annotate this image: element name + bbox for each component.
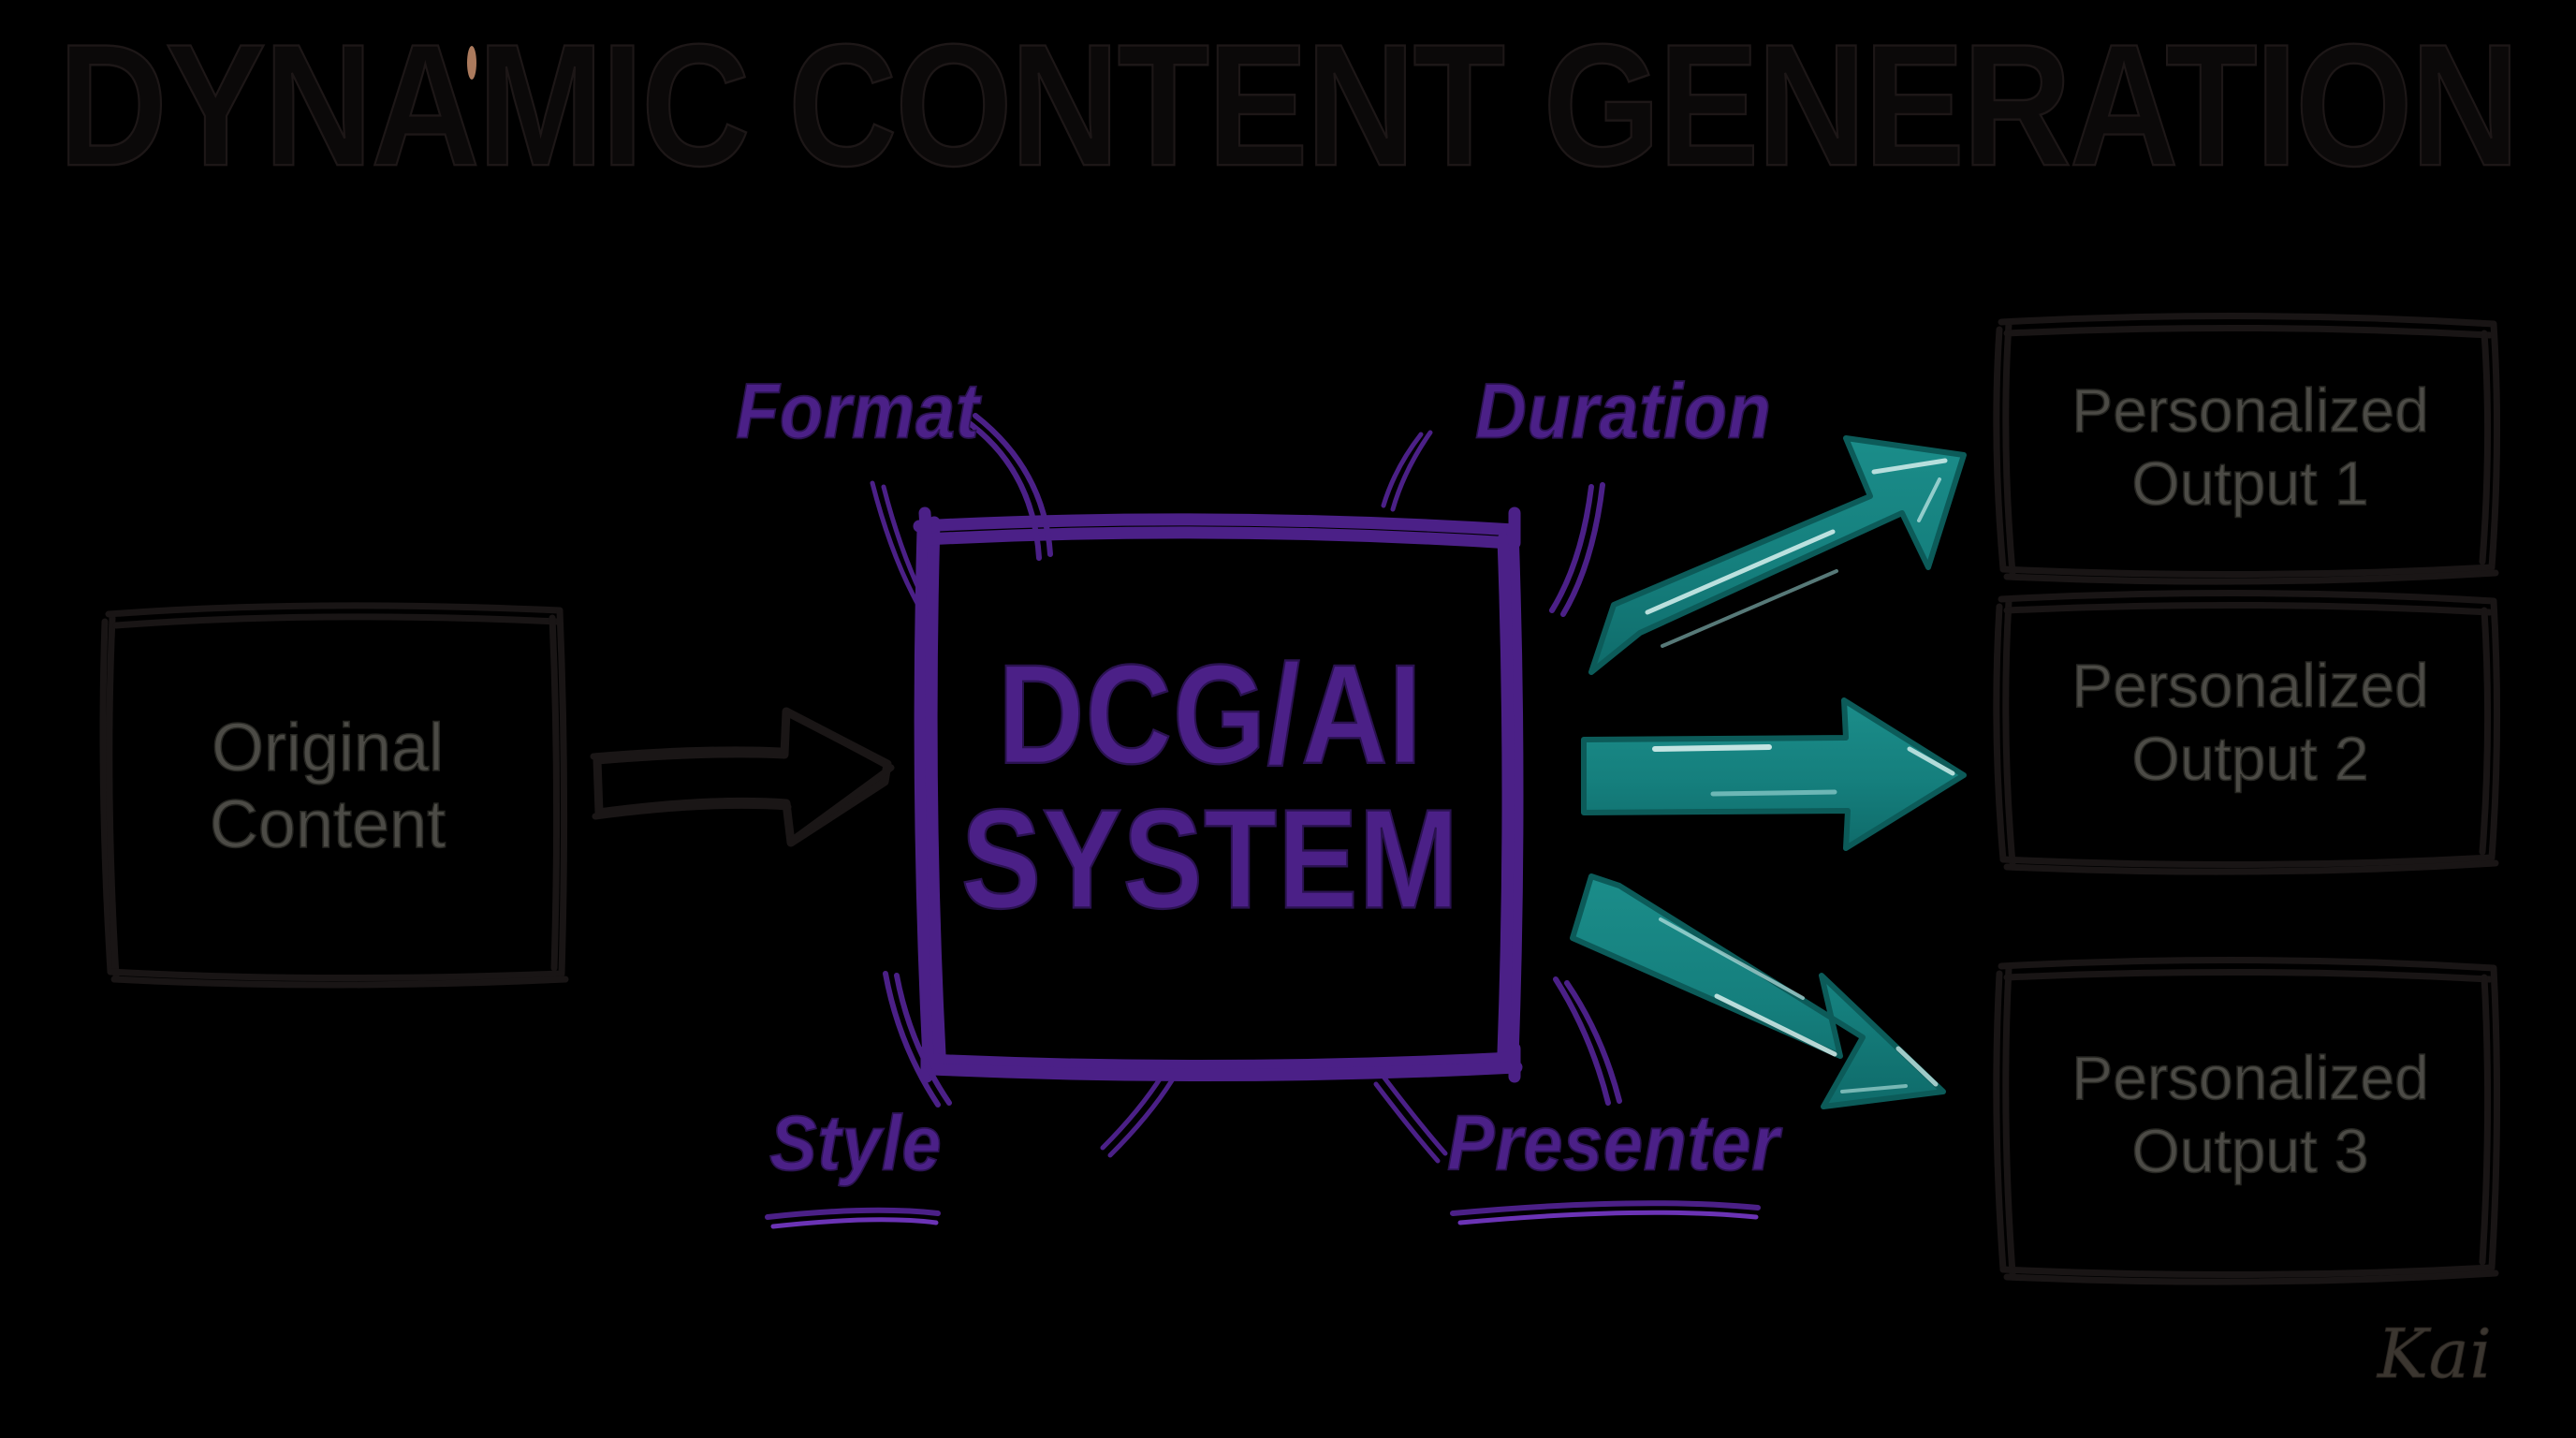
dcg-ai-system-label: DCG/AI SYSTEM [906, 457, 1515, 1120]
personalized-output-2-label: Personalized Output 2 [1992, 592, 2509, 854]
author-signature: Kai [2378, 1314, 2493, 1394]
personalized-output-2-line-1: Personalized [2071, 650, 2429, 721]
personalized-output-1-label: Personalized Output 1 [1992, 316, 2509, 579]
original-content-label: Original Content [94, 599, 562, 974]
input-arrow [590, 707, 895, 847]
personalized-output-1-line-2: Output 1 [2131, 448, 2370, 518]
personalized-output-1-line-1: Personalized [2071, 374, 2429, 446]
dcg-ai-system-box[interactable]: DCG/AI SYSTEM [906, 507, 1515, 1069]
parameter-underlines [765, 1200, 1761, 1229]
personalized-output-3-label: Personalized Output 3 [1992, 961, 2509, 1269]
personalized-output-1-box[interactable]: Personalized Output 1 [1992, 316, 2509, 579]
parameter-label-presenter[interactable]: Presenter [1446, 1099, 1780, 1188]
original-content-line-2: Content [209, 786, 446, 863]
arrow-to-output-3 [1570, 873, 1946, 1109]
parameter-label-format[interactable]: Format [735, 367, 980, 456]
original-content-line-1: Original [211, 710, 445, 786]
personalized-output-2-box[interactable]: Personalized Output 2 [1992, 592, 2509, 854]
personalized-output-3-box[interactable]: Personalized Output 3 [1992, 961, 2509, 1269]
arrow-to-output-1 [1588, 435, 1967, 675]
page-title: DYNAMIC CONTENT GENERATION [57, 8, 2520, 203]
dcg-ai-system-line-1: DCG/AI [997, 636, 1423, 795]
arrow-to-output-2 [1581, 697, 1967, 851]
personalized-output-3-line-1: Personalized [2071, 1042, 2429, 1113]
dcg-ai-system-line-2: SYSTEM [960, 780, 1460, 939]
original-content-box[interactable]: Original Content [94, 599, 562, 974]
parameter-label-duration[interactable]: Duration [1474, 367, 1772, 456]
parameter-label-style[interactable]: Style [768, 1099, 943, 1188]
personalized-output-3-line-2: Output 3 [2131, 1115, 2370, 1185]
personalized-output-2-line-2: Output 2 [2131, 723, 2370, 793]
